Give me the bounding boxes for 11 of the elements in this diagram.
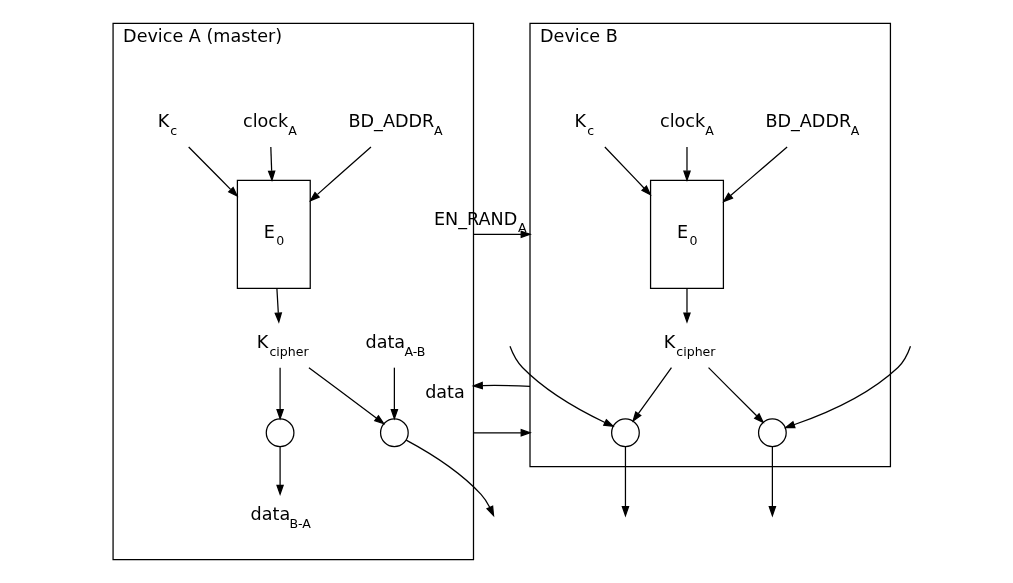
node-text: K$_{cipher}$ — [256, 332, 309, 359]
node-text: BD_ADDR$_{A}$ — [348, 111, 443, 138]
node-text: data$_{B-A}$ — [250, 504, 311, 531]
node-text: K$_{c}$ — [574, 111, 594, 138]
edge-label: data — [424, 381, 465, 402]
node-text: K$_{cipher}$ — [663, 332, 715, 359]
node-text: clock$_{A}$ — [659, 111, 714, 138]
node-text: K$_{c}$ — [157, 111, 177, 138]
node-text: clock$_{A}$ — [242, 111, 297, 138]
node-text: data$_{A-B}$ — [364, 332, 425, 359]
node-text: BD_ADDR$_{A}$ — [764, 111, 859, 138]
